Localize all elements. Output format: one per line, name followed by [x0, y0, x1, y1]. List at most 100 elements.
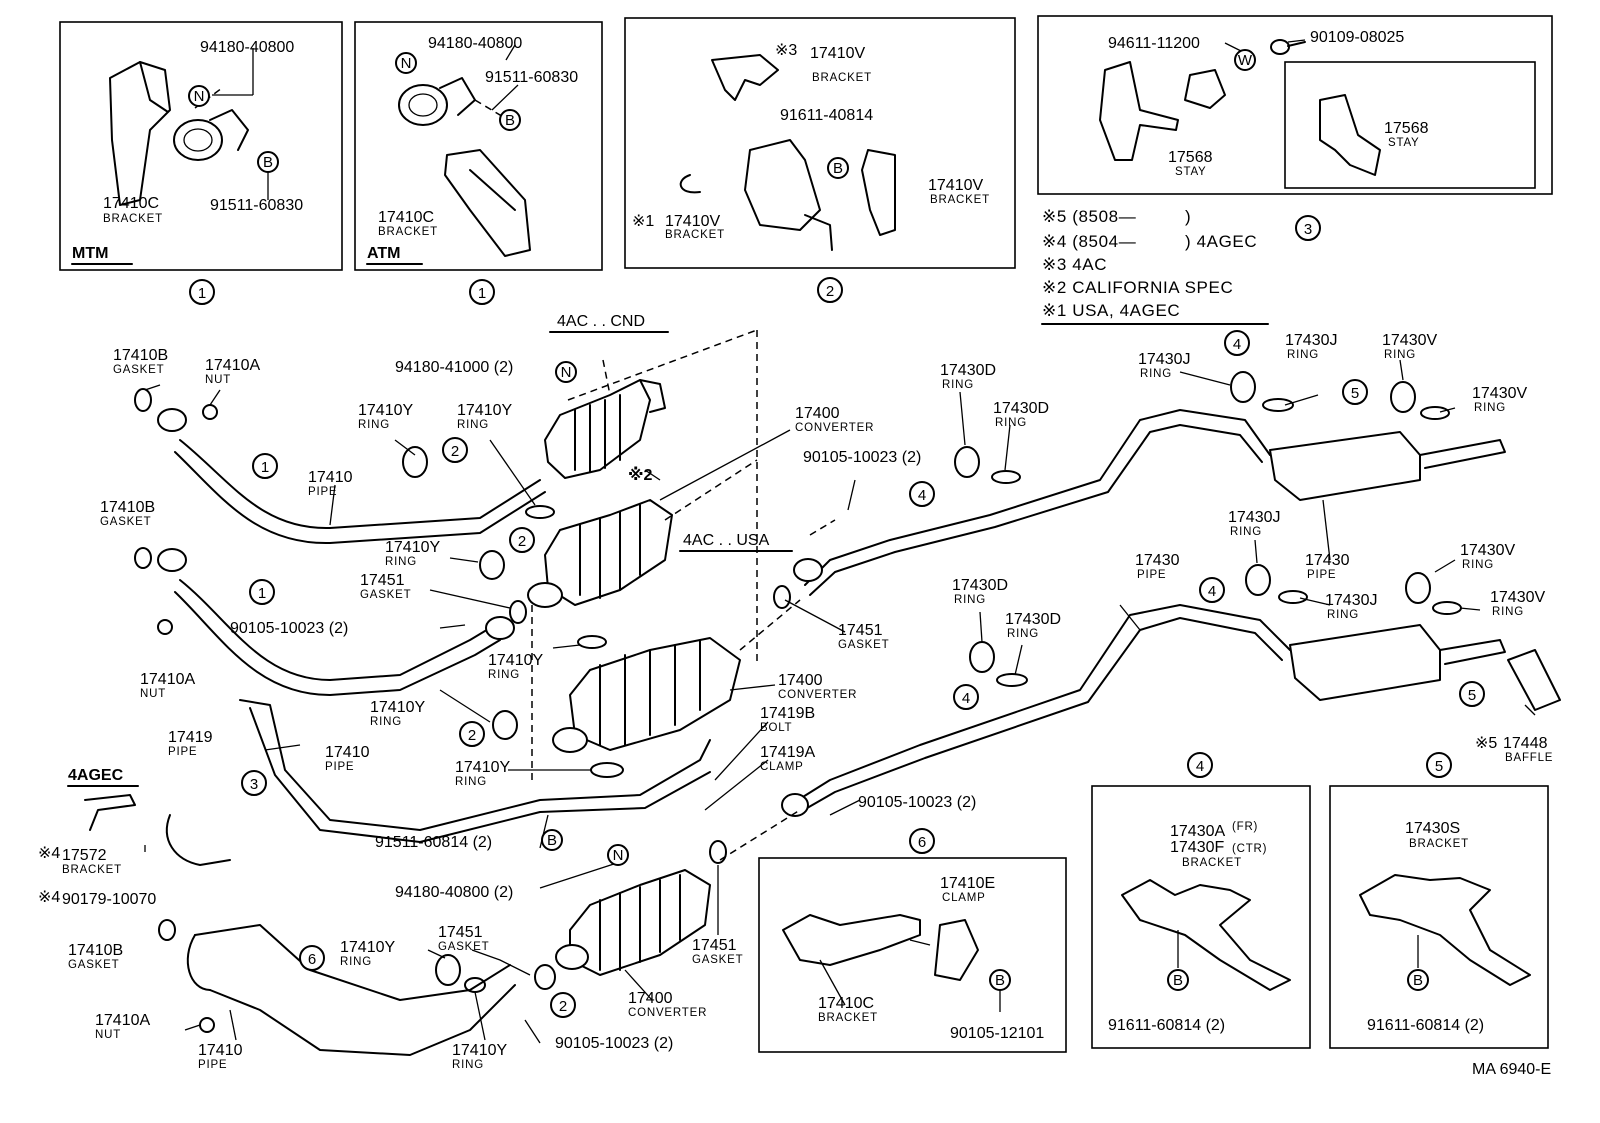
part-name: STAY	[1388, 137, 1420, 149]
part-name: BAFFLE	[1505, 752, 1553, 764]
part-suffix: (CTR)	[1232, 843, 1267, 855]
nut-icon	[202, 404, 218, 420]
ring-icon	[509, 600, 527, 624]
part-number: 17410B	[100, 499, 155, 516]
label-4ac-usa: 4AC . . USA	[683, 532, 770, 549]
svg-text:N: N	[401, 55, 412, 72]
part-name: RING	[1140, 368, 1172, 380]
svg-text:4: 4	[1208, 583, 1216, 600]
part-number: 90109-08025	[1310, 29, 1404, 46]
ring-icon	[1390, 381, 1416, 413]
ring-icon	[709, 840, 727, 864]
svg-text:1: 1	[258, 585, 266, 602]
label-4ac-cnd: 4AC . . CND	[557, 313, 645, 330]
part-number: 17410C	[378, 209, 434, 226]
svg-text:1: 1	[198, 285, 206, 302]
part-name: CLAMP	[760, 761, 804, 773]
part-name: PIPE	[325, 761, 354, 773]
part-name: BOLT	[760, 722, 792, 734]
part-number: 94180-40800	[428, 35, 522, 52]
part-name: GASKET	[68, 959, 119, 971]
tag-b: B	[1167, 969, 1189, 991]
ref-4-inset: 4	[1187, 752, 1213, 778]
part-name: BRACKET	[665, 229, 725, 241]
ring-icon	[590, 762, 624, 778]
part-name: RING	[1287, 349, 1319, 361]
inset-box-stays	[1037, 15, 1553, 195]
svg-text:6: 6	[918, 834, 926, 851]
inset-box-atm	[354, 21, 603, 271]
note-4: ※4 (8504—	[1042, 232, 1136, 251]
label-atm: ATM	[367, 245, 400, 262]
ref-2-upper: 2	[442, 437, 468, 463]
part-name: NUT	[140, 688, 166, 700]
ring-icon	[525, 505, 555, 519]
part-number: 17410C	[818, 995, 874, 1012]
ring-icon	[492, 710, 518, 740]
part-name: BRACKET	[812, 72, 872, 84]
part-labels: 94180-40800 17410C BRACKET 91511-60830 9…	[62, 29, 1553, 1071]
part-name: RING	[358, 419, 390, 431]
part-number: 94180-40800	[200, 39, 294, 56]
part-number: 17430V	[1490, 589, 1545, 606]
part-number: 17419B	[760, 705, 815, 722]
svg-text:W: W	[1238, 52, 1253, 69]
inset-box-brackets	[624, 17, 1016, 269]
part-number: 17410A	[205, 357, 260, 374]
ring-icon	[991, 470, 1021, 484]
ring-icon	[534, 964, 556, 990]
part-suffix: (FR)	[1232, 821, 1258, 833]
part-name: BRACKET	[1409, 838, 1469, 850]
part-number: 17451	[838, 622, 883, 639]
label-mtm: MTM	[72, 245, 108, 262]
tag-b: B	[827, 157, 849, 179]
part-name: NUT	[205, 374, 231, 386]
part-name: CLAMP	[942, 892, 986, 904]
nut-icon	[199, 1017, 215, 1033]
ring-icon	[1278, 590, 1308, 604]
svg-text:B: B	[547, 832, 557, 849]
svg-text:2: 2	[451, 443, 459, 460]
svg-text:4: 4	[918, 487, 926, 504]
part-number: 94180-41000 (2)	[395, 359, 513, 376]
svg-text:4: 4	[962, 690, 970, 707]
nut-icon	[157, 619, 173, 635]
part-name: NUT	[95, 1029, 121, 1041]
part-number: 17410Y	[358, 402, 413, 419]
inset-box-4	[1091, 785, 1311, 1049]
part-name: RING	[995, 417, 1027, 429]
part-number: 17572	[62, 847, 107, 864]
part-name: PIPE	[1137, 569, 1166, 581]
note-1: ※1 USA, 4AGEC	[1042, 301, 1180, 320]
tag-n: N	[188, 85, 210, 107]
tag-b: B	[989, 969, 1011, 991]
dashed-guides	[531, 329, 836, 861]
ref-1-atm: 1	[469, 279, 495, 305]
part-name: PIPE	[308, 486, 337, 498]
part-name: BRACKET	[818, 1012, 878, 1024]
part-number: 90105-10023 (2)	[230, 620, 348, 637]
ring-icon	[1230, 371, 1256, 403]
ref-1-mid: 1	[249, 579, 275, 605]
part-number: 90105-10023 (2)	[555, 1035, 673, 1052]
part-number: 94180-40800 (2)	[395, 884, 513, 901]
svg-text:5: 5	[1468, 687, 1476, 704]
part-name: PIPE	[198, 1059, 227, 1071]
svg-text:N: N	[194, 88, 205, 105]
part-number: 17430J	[1285, 332, 1338, 349]
ring-parts	[134, 371, 1462, 1033]
part-number: 17430V	[1472, 385, 1527, 402]
part-number: 91511-60830	[210, 197, 303, 214]
part-number: 17430D	[940, 362, 996, 379]
marker-note4: ※4	[38, 845, 60, 862]
svg-text:4: 4	[1196, 758, 1204, 775]
ref-2-mid: 2	[509, 527, 535, 553]
ring-icon	[464, 977, 486, 993]
callout-refs: 1 1 2 3 1 2 2 1 2 3 4 4 5 4 4 5 6 4 5 6 …	[189, 215, 1485, 1018]
part-number: 17410	[198, 1042, 243, 1059]
part-name: GASKET	[438, 941, 489, 953]
label-4agec: 4AGEC	[68, 767, 124, 784]
part-name: RING	[1230, 526, 1262, 538]
part-number: 17410	[325, 744, 370, 761]
part-number: 17410Y	[452, 1042, 507, 1059]
